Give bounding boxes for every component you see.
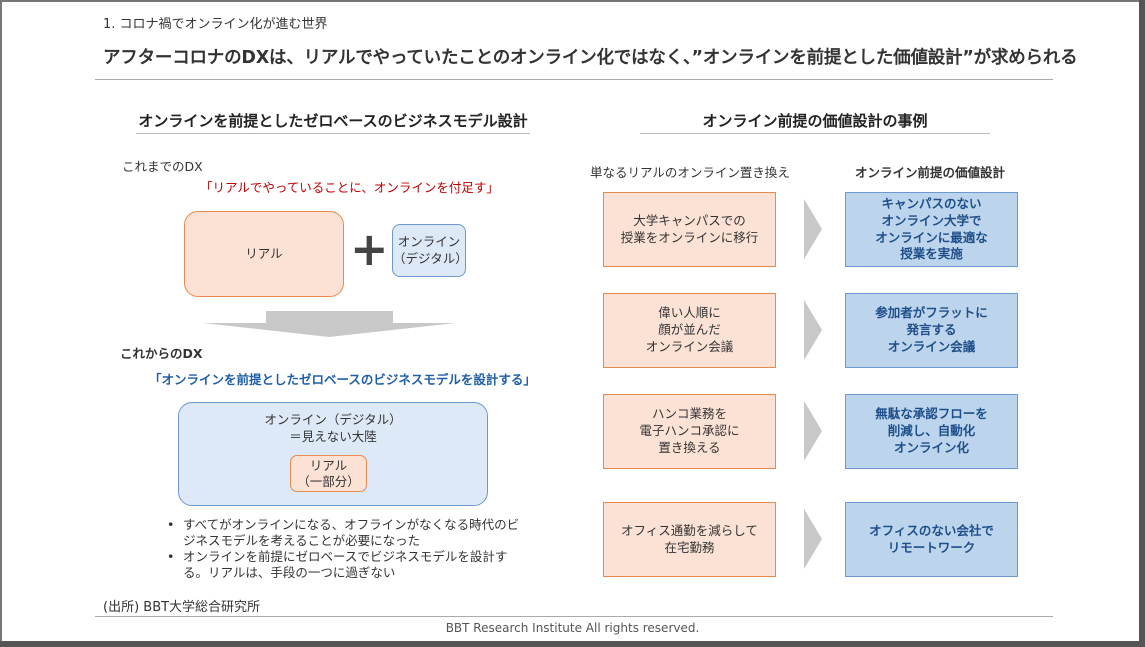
frame-top-border xyxy=(0,0,1145,2)
bullet-list: すべてがオンラインになる、オフラインがなくなる時代のビジネスモデルを考えることが… xyxy=(165,517,523,581)
section-label: 1. コロナ禍でオンライン化が進む世界 xyxy=(103,17,328,32)
real-part-box: リアル （一部分） xyxy=(290,455,367,492)
title-divider xyxy=(95,79,1053,80)
bullet-item: すべてがオンラインになる、オフラインがなくなる時代のビジネスモデルを考えることが… xyxy=(165,517,523,549)
example-after-1: キャンパスのない オンライン大学で オンラインに最適な 授業を実施 xyxy=(845,192,1018,267)
after-dx-quote: 「オンラインを前提としたゼロベースのビジネスモデルを設計する」 xyxy=(149,372,536,387)
col-head-replacement: 単なるリアルのオンライン置き換え xyxy=(590,165,790,180)
plus-icon: + xyxy=(350,222,389,276)
real-box: リアル xyxy=(184,211,344,297)
example-before-1: 大学キャンパスでの 授業をオンラインに移行 xyxy=(603,192,776,267)
online-box: オンライン （デジタル） xyxy=(392,224,468,277)
chevron-right-icon xyxy=(804,199,822,259)
left-heading: オンラインを前提としたゼロベースのビジネスモデル設計 xyxy=(138,112,528,130)
online-continent-label: オンライン（デジタル） ＝見えない大陸 xyxy=(264,412,402,444)
page-title: アフターコロナのDXは、リアルでやっていたことのオンライン化ではなく、”オンライ… xyxy=(103,48,1078,68)
right-heading: オンライン前提の価値設計の事例 xyxy=(702,112,928,130)
before-dx-label: これまでのDX xyxy=(122,159,203,174)
chevron-right-icon xyxy=(804,401,822,461)
example-after-2: 参加者がフラットに 発言する オンライン会議 xyxy=(845,293,1018,368)
bullet-item: オンラインを前提にゼロベースでビジネスモデルを設計する。リアルは、手段の一つに過… xyxy=(165,549,523,581)
source-note: (出所) BBT大学総合研究所 xyxy=(103,600,261,615)
example-after-3: 無駄な承認フローを 削減し、自動化 オンライン化 xyxy=(845,394,1018,469)
online-continent-box: オンライン（デジタル） ＝見えない大陸 リアル （一部分） xyxy=(178,402,488,506)
footer-divider xyxy=(95,616,1053,617)
chevron-right-icon xyxy=(804,300,822,360)
example-before-4: オフィス通勤を減らして 在宅勤務 xyxy=(603,502,776,577)
after-dx-label: これからのDX xyxy=(120,346,203,361)
down-arrow-icon xyxy=(203,311,456,337)
col-head-value-design: オンライン前提の価値設計 xyxy=(854,165,1005,180)
left-heading-rule xyxy=(136,133,530,134)
frame-left-border xyxy=(0,0,2,647)
example-before-3: ハンコ業務を 電子ハンコ承認に 置き換える xyxy=(603,394,776,469)
footer-copyright: BBT Research Institute All rights reserv… xyxy=(445,621,700,635)
chevron-right-icon xyxy=(804,509,822,569)
example-before-2: 偉い人順に 顔が並んだ オンライン会議 xyxy=(603,293,776,368)
right-heading-rule xyxy=(640,133,990,134)
example-after-4: オフィスのない会社で リモートワーク xyxy=(845,502,1018,577)
before-dx-quote: 「リアルでやっていることに、オンラインを付足す」 xyxy=(200,180,499,195)
